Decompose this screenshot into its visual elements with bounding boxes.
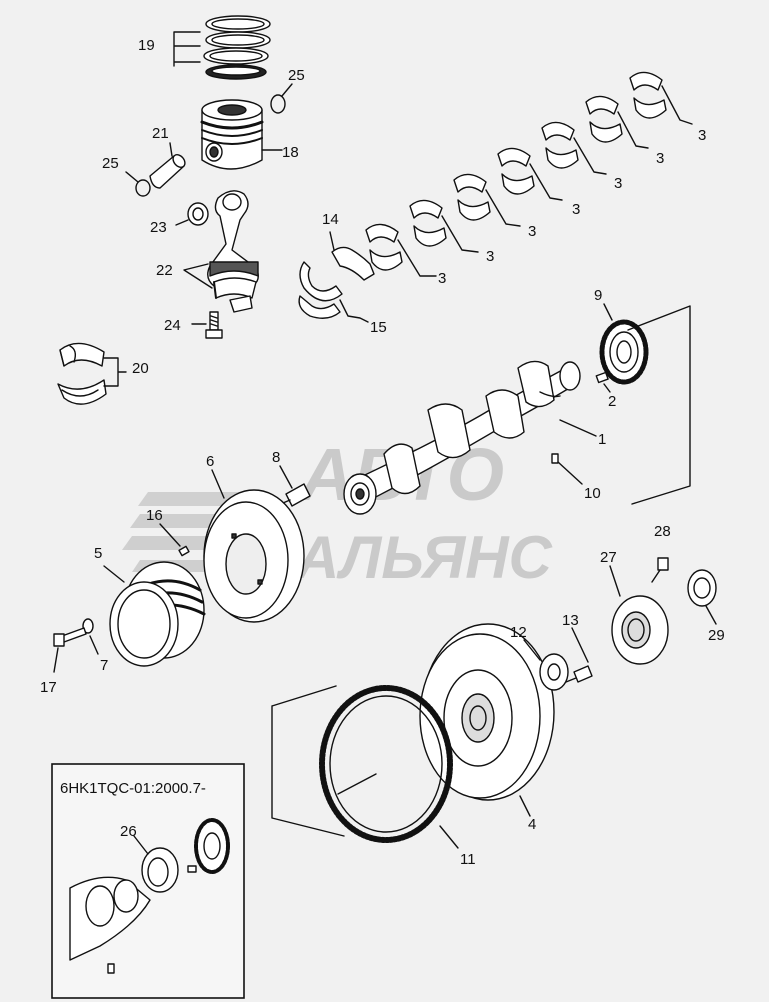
callout-23: 23 xyxy=(150,219,167,236)
callouts: 1 2 3 3 3 3 3 3 3 4 5 6 7 8 9 10 11 12 1… xyxy=(40,37,725,868)
callout-15: 15 xyxy=(370,319,387,336)
callout-24: 24 xyxy=(164,317,181,334)
callout-25b: 25 xyxy=(102,155,119,172)
callout-12: 12 xyxy=(510,624,527,641)
ring-gear xyxy=(319,685,459,849)
callout-18: 18 xyxy=(282,144,299,161)
crankshaft-pulley xyxy=(103,561,206,667)
callout-16: 16 xyxy=(146,507,163,524)
callout-10: 10 xyxy=(584,485,601,502)
piston xyxy=(200,99,283,170)
main-bearings-row xyxy=(365,71,693,277)
connecting-rod-bolt xyxy=(191,311,223,339)
main-bearing-20 xyxy=(57,342,127,405)
callout-28: 28 xyxy=(654,523,671,540)
inset-box: 6HK1TQC-01:2000.7- xyxy=(51,763,245,999)
crankshaft-gear xyxy=(599,303,649,385)
connecting-rod xyxy=(207,190,259,313)
callout-3a: 3 xyxy=(438,270,446,287)
callout-6: 6 xyxy=(206,453,214,470)
callout-29: 29 xyxy=(708,627,725,644)
snap-ring-left xyxy=(135,179,151,197)
callout-22: 22 xyxy=(156,262,173,279)
callout-3f: 3 xyxy=(656,150,664,167)
callout-3g: 3 xyxy=(698,127,706,144)
callout-13: 13 xyxy=(562,612,579,629)
callout-3c: 3 xyxy=(528,223,536,240)
callout-1: 1 xyxy=(598,431,606,448)
callout-9: 9 xyxy=(594,287,602,304)
callout-2: 2 xyxy=(608,393,616,410)
flywheel-plate xyxy=(523,639,569,691)
callout-3d: 3 xyxy=(572,201,580,218)
callout-3e: 3 xyxy=(614,175,622,192)
callout-27: 27 xyxy=(600,549,617,566)
callout-26: 26 xyxy=(120,823,137,840)
callout-14: 14 xyxy=(322,211,339,228)
flywheel-bolt xyxy=(565,627,593,683)
gear-reference-lines xyxy=(627,305,691,505)
callout-4: 4 xyxy=(528,816,536,833)
washer xyxy=(82,618,99,655)
oil-seal-retainer xyxy=(609,565,669,665)
inset-title: 6HK1TQC-01:2000.7- xyxy=(60,780,206,797)
piston-rings xyxy=(173,15,271,80)
callout-21: 21 xyxy=(152,125,169,142)
callout-19: 19 xyxy=(138,37,155,54)
snap-ring-top xyxy=(270,94,286,114)
small-end-bushing xyxy=(175,202,209,226)
callout-25a: 25 xyxy=(288,67,305,84)
pulley-mounting-bolt xyxy=(53,627,87,673)
callout-7: 7 xyxy=(100,657,108,674)
callout-17: 17 xyxy=(40,679,57,696)
callout-8: 8 xyxy=(272,449,280,466)
retainer-bolt xyxy=(651,557,669,583)
dowel-pin xyxy=(551,453,583,485)
oil-seal xyxy=(687,569,717,625)
key xyxy=(595,371,611,393)
damper-pin xyxy=(159,523,190,557)
callout-20: 20 xyxy=(132,360,149,377)
ring-gear-reference-lines xyxy=(271,685,345,837)
damper xyxy=(203,469,305,623)
callout-11: 11 xyxy=(460,851,476,868)
crankshaft xyxy=(343,360,597,515)
callout-5: 5 xyxy=(94,545,102,562)
leader-22 xyxy=(183,263,213,289)
callout-3b: 3 xyxy=(486,248,494,265)
piston-pin xyxy=(149,142,186,189)
thrust-washers xyxy=(298,231,375,323)
watermark-line2: АЛЬЯНС xyxy=(294,524,554,591)
